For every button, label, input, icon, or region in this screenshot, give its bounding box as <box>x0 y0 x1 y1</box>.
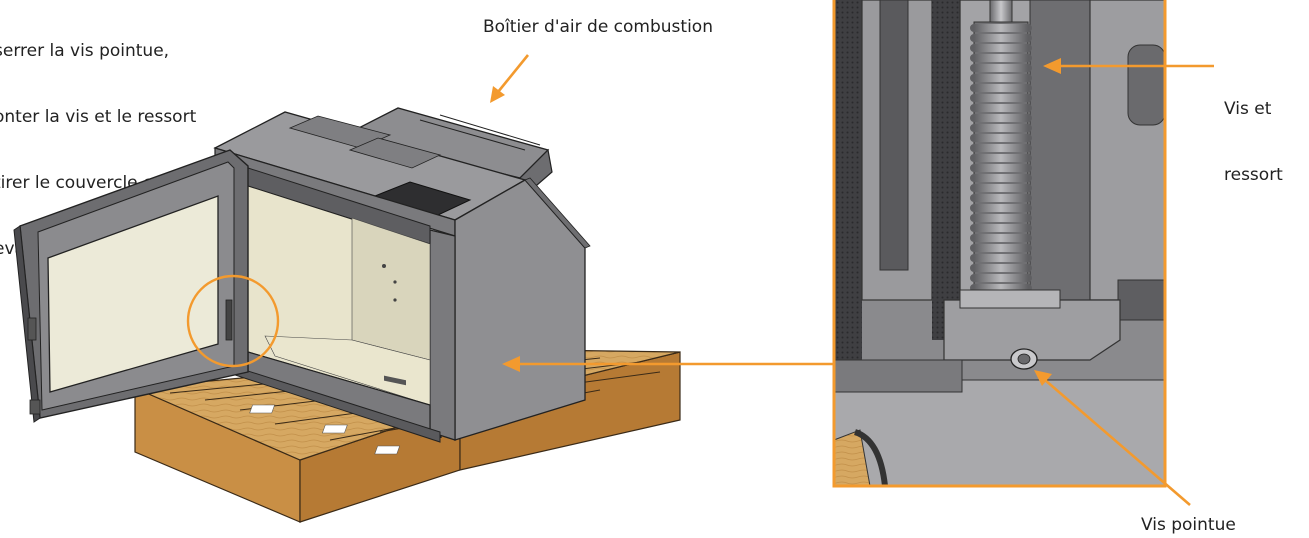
detail-inset <box>832 0 1167 488</box>
arrow-to-pointed-screw <box>1044 379 1191 506</box>
instruction-line-1: serrer la vis pointue, <box>0 41 170 61</box>
instruction-line-2: onter la vis et le ressort <box>0 107 197 127</box>
label-screw-and-spring-line-2: ressort <box>1224 165 1283 185</box>
label-pointed-screw: Vis pointue <box>1141 515 1236 535</box>
callout-annotations <box>186 54 1214 506</box>
stove-door <box>13 149 249 423</box>
arrow-to-air-box <box>496 54 530 93</box>
stove-body <box>213 107 591 443</box>
label-screw-and-spring: Vis et ressort <box>1224 54 1283 208</box>
spring-coils <box>970 21 1032 295</box>
label-screw-and-spring-line-1: Vis et <box>1224 99 1272 119</box>
detail-highlight-circle <box>186 274 280 368</box>
label-combustion-air-box: Boîtier d'air de combustion <box>483 17 713 37</box>
